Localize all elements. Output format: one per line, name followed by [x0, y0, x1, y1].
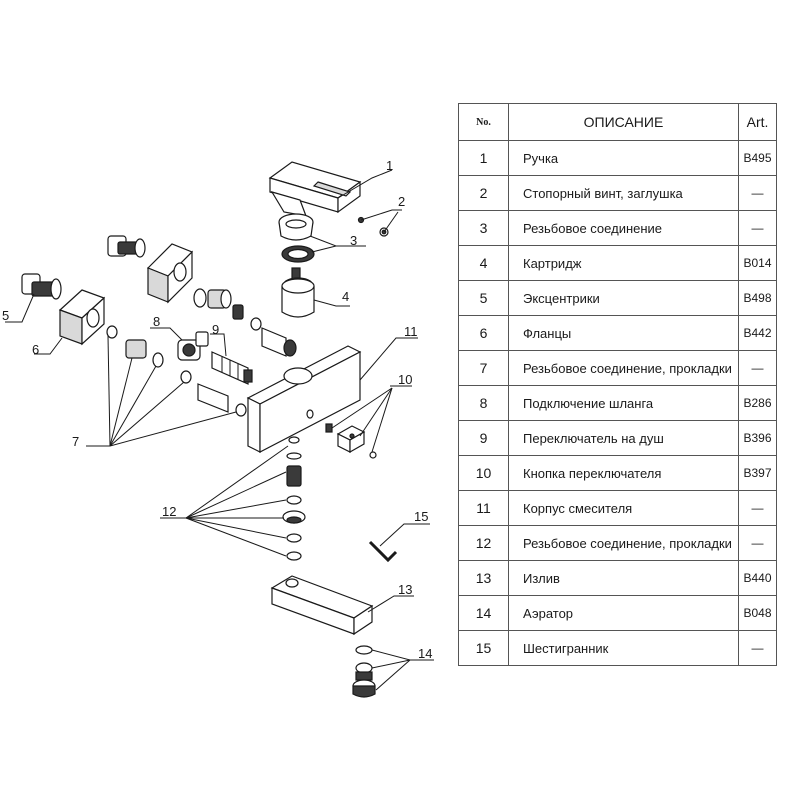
cell-no: 11: [458, 490, 509, 526]
callout-2: 2: [398, 194, 405, 209]
cell-art: B440: [738, 560, 777, 596]
callout-11: 11: [404, 324, 418, 339]
cell-description: Переключатель на душ: [508, 420, 739, 456]
callout-15: 15: [414, 509, 428, 524]
callout-8: 8: [153, 314, 160, 329]
callout-6: 6: [32, 342, 39, 357]
cell-description: Корпус смесителя: [508, 490, 739, 526]
header-description: ОПИСАНИЕ: [508, 103, 739, 141]
cell-art: B495: [738, 140, 777, 176]
part-1-handle: [268, 161, 362, 217]
cell-art: B396: [738, 420, 777, 456]
leader-lines: [5, 169, 434, 691]
part-5-eccentrics: [21, 235, 146, 300]
cell-description: Эксцентрики: [508, 280, 739, 316]
cell-description: Резьбовое соединение, прокладки: [508, 525, 739, 561]
cell-no: 4: [458, 245, 509, 281]
part-7-fittings-gaskets: [106, 288, 297, 417]
cell-description: Фланцы: [508, 315, 739, 351]
part-14-aerator: [352, 645, 376, 698]
cell-art: B014: [738, 245, 777, 281]
cell-description: Аэратор: [508, 595, 739, 631]
header-art: Art.: [738, 103, 777, 141]
cell-art: —: [738, 350, 777, 386]
cell-art: —: [738, 210, 777, 246]
cell-art: —: [738, 525, 777, 561]
part-8-hose-connection: [177, 331, 209, 361]
part-13-spout: [270, 575, 374, 636]
callout-9: 9: [212, 322, 219, 337]
callout-3: 3: [350, 233, 357, 248]
cell-art: —: [738, 175, 777, 211]
part-6-flanges: [58, 243, 194, 346]
cell-no: 6: [458, 315, 509, 351]
part-15-hex-key: [368, 540, 398, 563]
cell-no: 14: [458, 595, 509, 631]
cell-no: 5: [458, 280, 509, 316]
cell-description: Кнопка переключателя: [508, 455, 739, 491]
cell-description: Картридж: [508, 245, 739, 281]
part-2-screw: [357, 216, 389, 237]
cell-art: —: [738, 490, 777, 526]
callout-1: 1: [386, 158, 393, 173]
callout-4: 4: [342, 289, 349, 304]
cell-description: Резьбовое соединение: [508, 210, 739, 246]
cell-art: B442: [738, 315, 777, 351]
table-header-row: No. ОПИСАНИЕ Art.: [458, 103, 777, 141]
part-10-diverter-knob: [325, 423, 377, 459]
cell-art: B048: [738, 595, 777, 631]
callout-5: 5: [2, 308, 9, 323]
callout-labels: 1 2 3 4 5 6 7 8 9 11 10 12 15 13 14: [2, 158, 432, 661]
cell-no: 7: [458, 350, 509, 386]
cell-no: 15: [458, 630, 509, 666]
part-11-mixer-body: [246, 345, 362, 453]
cell-description: Подключение шланга: [508, 385, 739, 421]
callout-7: 7: [72, 434, 79, 449]
cell-description: Резьбовое соединение, прокладки: [508, 350, 739, 386]
callout-10: 10: [398, 372, 412, 387]
cell-description: Шестигранник: [508, 630, 739, 666]
cell-art: —: [738, 630, 777, 666]
cell-no: 10: [458, 455, 509, 491]
header-no: No.: [458, 103, 509, 141]
part-3-threaded-connection: [278, 213, 315, 263]
cell-no: 3: [458, 210, 509, 246]
cell-description: Излив: [508, 560, 739, 596]
cell-description: Ручка: [508, 140, 739, 176]
part-9-diverter: [211, 351, 253, 385]
callout-13: 13: [398, 582, 412, 597]
cell-no: 13: [458, 560, 509, 596]
cell-no: 1: [458, 140, 509, 176]
part-4-cartridge: [281, 267, 315, 318]
cell-art: B286: [738, 385, 777, 421]
callout-12: 12: [162, 504, 176, 519]
callout-14: 14: [418, 646, 432, 661]
cell-no: 2: [458, 175, 509, 211]
cell-art: B397: [738, 455, 777, 491]
part-12-fittings-gaskets: [282, 436, 306, 561]
cell-no: 12: [458, 525, 509, 561]
cell-no: 8: [458, 385, 509, 421]
cell-no: 9: [458, 420, 509, 456]
cell-art: B498: [738, 280, 777, 316]
cell-description: Стопорный винт, заглушка: [508, 175, 739, 211]
